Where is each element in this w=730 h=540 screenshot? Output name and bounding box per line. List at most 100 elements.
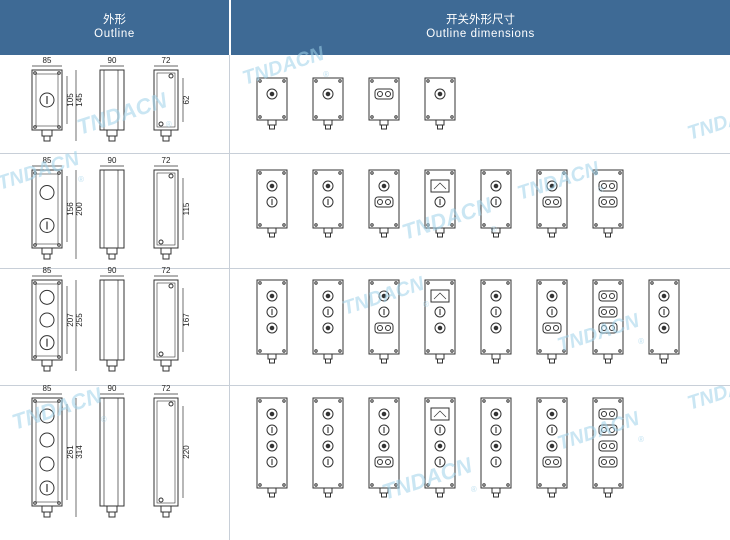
meter-needle-icon — [433, 182, 447, 190]
screw-icon — [562, 483, 566, 487]
front-view-frame — [35, 401, 59, 503]
screw-icon — [370, 483, 374, 487]
switch-variant — [368, 279, 400, 364]
screw-icon — [506, 399, 510, 403]
switch-variant — [536, 397, 568, 498]
button-icon — [601, 293, 607, 299]
side-view-body — [99, 169, 125, 249]
button-icon — [39, 432, 55, 448]
back-view — [153, 279, 179, 372]
mounting-hole-icon — [158, 239, 164, 245]
button-icon — [385, 325, 391, 331]
screw-icon — [426, 223, 430, 227]
screw-icon — [650, 281, 654, 285]
screw-icon — [482, 281, 486, 285]
button-icon — [39, 185, 55, 200]
cable-gland-tip-icon — [162, 511, 170, 518]
cable-gland-icon — [323, 487, 333, 494]
screw-icon — [33, 501, 37, 505]
screw-icon — [618, 349, 622, 353]
side-width-label: 90 — [108, 156, 117, 165]
meter-icon — [430, 407, 450, 421]
cable-gland-icon — [603, 353, 613, 360]
front-view-body — [31, 169, 63, 249]
cable-gland-tip-icon — [549, 358, 555, 364]
screw-icon — [650, 349, 654, 353]
screw-icon — [562, 399, 566, 403]
back-width-label: 72 — [162, 156, 171, 165]
screw-icon — [258, 223, 262, 227]
cable-gland-tip-icon — [269, 492, 275, 498]
back-view-frame — [156, 400, 176, 504]
front-width-label: 85 — [43, 56, 52, 65]
back-view-body — [153, 169, 179, 249]
screw-icon — [538, 483, 542, 487]
front-height-outer-label: 314 — [75, 445, 84, 459]
cable-gland-icon — [160, 247, 172, 255]
screw-icon — [426, 115, 430, 119]
screw-icon — [450, 223, 454, 227]
screw-icon — [482, 223, 486, 227]
screw-icon — [57, 281, 61, 285]
cable-gland-icon — [547, 487, 557, 494]
cable-gland-tip-icon — [108, 253, 116, 260]
button-center-icon — [325, 91, 331, 97]
button-icon — [609, 443, 615, 449]
front-height-inner-label: 156 — [66, 202, 75, 216]
screw-icon — [57, 501, 61, 505]
screw-icon — [594, 223, 598, 227]
front-width-label: 85 — [43, 384, 52, 393]
button-icon — [609, 199, 615, 205]
cable-gland-tip-icon — [549, 492, 555, 498]
front-view — [31, 169, 63, 260]
front-width-label: 85 — [43, 156, 52, 165]
screw-icon — [282, 399, 286, 403]
button-center-icon — [493, 411, 499, 417]
screw-icon — [482, 171, 486, 175]
button-center-icon — [269, 293, 275, 299]
switch-variant — [536, 169, 568, 238]
cable-gland-icon — [323, 353, 333, 360]
back-view — [153, 169, 179, 260]
screw-icon — [33, 125, 37, 129]
screw-icon — [426, 171, 430, 175]
switch-variant — [480, 397, 512, 498]
button-icon — [609, 411, 615, 417]
button-icon — [609, 293, 615, 299]
cable-gland-tip-icon — [43, 135, 51, 142]
screw-icon — [450, 281, 454, 285]
front-height-inner-label: 261 — [66, 445, 75, 459]
button-center-icon — [661, 293, 667, 299]
screw-icon — [594, 171, 598, 175]
screw-icon — [450, 349, 454, 353]
button-center-icon — [549, 411, 555, 417]
registered-mark: ® — [78, 175, 84, 184]
cable-gland-tip-icon — [437, 124, 443, 130]
screw-icon — [338, 115, 342, 119]
front-height-outer-label: 255 — [75, 313, 84, 327]
screw-icon — [618, 399, 622, 403]
screw-icon — [538, 399, 542, 403]
screw-icon — [482, 349, 486, 353]
button-icon — [545, 325, 551, 331]
cable-gland-tip-icon — [325, 124, 331, 130]
button-center-icon — [437, 91, 443, 97]
screw-icon — [618, 223, 622, 227]
mounting-hole-icon — [158, 497, 164, 503]
cable-gland-tip-icon — [605, 358, 611, 364]
front-height-inner-label: 207 — [66, 313, 75, 327]
outline-header: 外形 Outline — [0, 0, 229, 55]
screw-icon — [338, 399, 342, 403]
side-view-body — [99, 279, 125, 361]
cable-gland-icon — [435, 119, 445, 126]
back-height-label: 220 — [182, 445, 191, 459]
registered-mark: ® — [491, 225, 497, 234]
screw-icon — [370, 281, 374, 285]
screw-icon — [538, 223, 542, 227]
switch-variant — [368, 169, 400, 238]
registered-mark: ® — [471, 485, 477, 494]
screw-icon — [258, 171, 262, 175]
meter-icon — [430, 289, 450, 303]
screw-icon — [282, 79, 286, 83]
